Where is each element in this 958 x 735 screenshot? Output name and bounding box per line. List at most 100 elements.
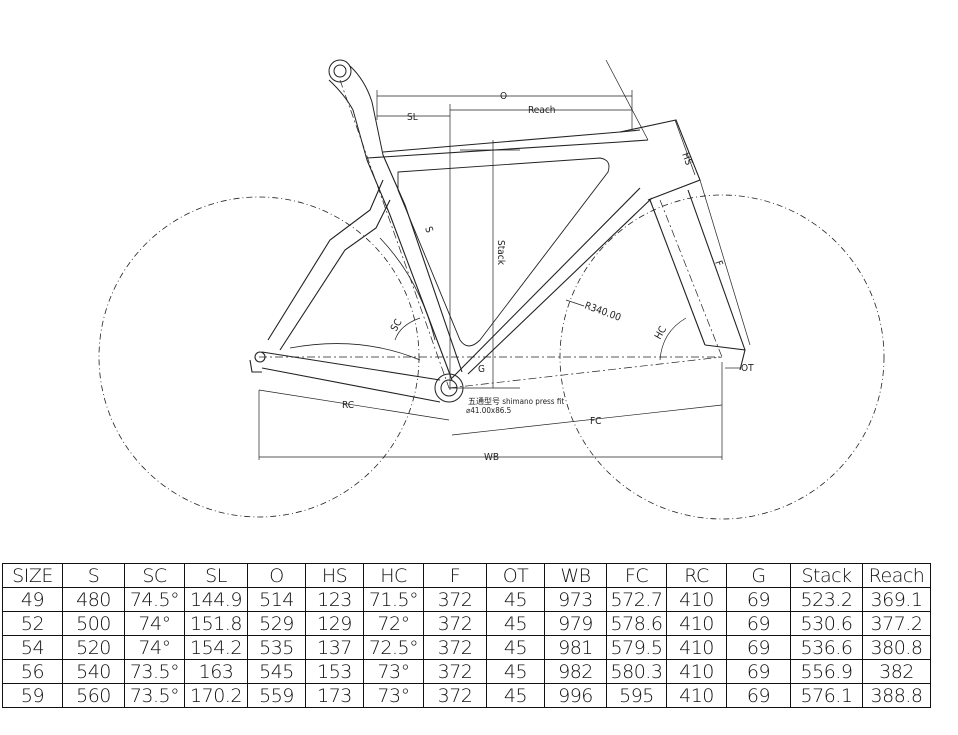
label-fc: FC (590, 416, 601, 427)
table-cell: 72° (363, 611, 424, 636)
header-fc: FC (606, 563, 667, 588)
table-cell: 576.1 (790, 683, 863, 708)
header-stack: Stack (790, 563, 863, 588)
header-s: S (62, 563, 125, 588)
label-o: O (500, 91, 507, 102)
table-cell: 979 (544, 611, 607, 636)
table-cell: 144.9 (184, 587, 248, 612)
table-cell: 382 (862, 659, 931, 684)
table-cell: 595 (606, 683, 667, 708)
dimension-lines (258, 59, 751, 460)
table-cell: 56 (2, 659, 63, 684)
table-cell: 154.2 (184, 635, 248, 660)
table-cell: 59 (2, 683, 63, 708)
frame-geometry-drawing: O SL Reach HS S Stack F SC HC R340.00 OT… (98, 59, 885, 520)
table-cell: 556.9 (790, 659, 863, 684)
label-wb: WB (484, 452, 499, 463)
table-cell: 529 (247, 611, 306, 636)
table-cell: 45 (486, 635, 545, 660)
table-cell: 410 (666, 659, 727, 684)
label-hc: HC (653, 325, 669, 342)
table-cell: 559 (247, 683, 306, 708)
table-cell: 71.5° (363, 587, 424, 612)
table-cell: 74° (124, 611, 185, 636)
table-cell: 520 (62, 635, 125, 660)
table-cell: 545 (247, 659, 306, 684)
table-cell: 69 (726, 611, 791, 636)
label-bb-note: 五通型号 shimano press fit (468, 396, 564, 406)
table-cell: 153 (305, 659, 364, 684)
table-cell: 572.7 (606, 587, 667, 612)
table-cell: 523.2 (790, 587, 863, 612)
header-rc: RC (666, 563, 727, 588)
header-f: F (423, 563, 487, 588)
header-hc: HC (363, 563, 424, 588)
table-cell: 579.5 (606, 635, 667, 660)
table-cell: 69 (726, 683, 791, 708)
table-cell: 500 (62, 611, 125, 636)
table-cell: 372 (423, 587, 487, 612)
table-cell: 480 (62, 587, 125, 612)
table-cell: 982 (544, 659, 607, 684)
label-radius: R340.00 (583, 300, 622, 323)
table-cell: 69 (726, 659, 791, 684)
table-cell: 45 (486, 659, 545, 684)
header-sc: SC (124, 563, 185, 588)
table-cell: 123 (305, 587, 364, 612)
geometry-table: SIZE S SC SL O HS HC F OT WB FC RC G Sta… (2, 563, 931, 708)
table-cell: 45 (486, 587, 545, 612)
table-cell: 560 (62, 683, 125, 708)
label-hs: HS (679, 151, 694, 167)
table-cell: 72.5° (363, 635, 424, 660)
header-hs: HS (305, 563, 364, 588)
table-header-row: SIZE S SC SL O HS HC F OT WB FC RC G Sta… (2, 563, 931, 588)
table-cell: 69 (726, 635, 791, 660)
label-sl: SL (407, 112, 418, 123)
table-cell: 73° (363, 683, 424, 708)
table-cell: 49 (2, 587, 63, 612)
table-cell: 52 (2, 611, 63, 636)
table-cell: 137 (305, 635, 364, 660)
table-cell: 129 (305, 611, 364, 636)
table-cell: 514 (247, 587, 306, 612)
label-g: G (478, 364, 485, 375)
table-cell: 45 (486, 611, 545, 636)
table-cell: 151.8 (184, 611, 248, 636)
table-cell: 377.2 (862, 611, 931, 636)
label-s: S (422, 225, 434, 234)
table-cell: 540 (62, 659, 125, 684)
table-cell: 45 (486, 683, 545, 708)
table-cell: 54 (2, 635, 63, 660)
table-cell: 369.1 (862, 587, 931, 612)
table-cell: 372 (423, 635, 487, 660)
table-cell: 73° (363, 659, 424, 684)
header-reach: Reach (862, 563, 931, 588)
table-row: 59 560 73.5° 170.2 559 173 73° 372 45 99… (2, 683, 931, 708)
table-cell: 380.8 (862, 635, 931, 660)
table-cell: 74° (124, 635, 185, 660)
table-cell: 410 (666, 683, 727, 708)
header-g: G (726, 563, 791, 588)
label-f: F (712, 259, 724, 268)
table-cell: 536.6 (790, 635, 863, 660)
table-cell: 973 (544, 587, 607, 612)
table-cell: 173 (305, 683, 364, 708)
table-cell: 73.5° (124, 659, 185, 684)
table-cell: 578.6 (606, 611, 667, 636)
header-size: SIZE (2, 563, 63, 588)
header-ot: OT (486, 563, 545, 588)
label-reach: Reach (528, 105, 556, 116)
label-stack: Stack (495, 240, 506, 266)
table-cell: 996 (544, 683, 607, 708)
table-cell: 410 (666, 635, 727, 660)
table-cell: 981 (544, 635, 607, 660)
table-cell: 372 (423, 683, 487, 708)
label-bb-size: ⌀41.00x86.5 (466, 406, 511, 415)
centre-lines (259, 79, 723, 389)
label-sc: SC (389, 318, 405, 334)
table-cell: 388.8 (862, 683, 931, 708)
table-cell: 73.5° (124, 683, 185, 708)
table-cell: 372 (423, 659, 487, 684)
header-wb: WB (544, 563, 607, 588)
table-cell: 74.5° (124, 587, 185, 612)
